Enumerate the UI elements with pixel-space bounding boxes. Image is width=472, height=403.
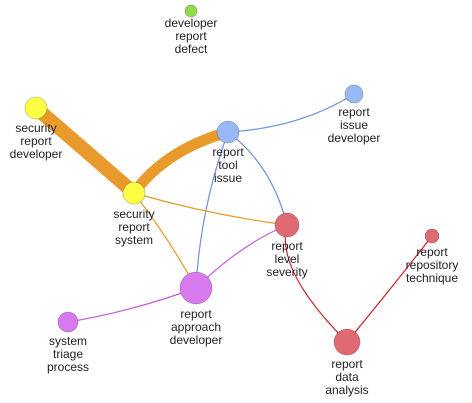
label-line: report — [338, 105, 370, 119]
edge-report-tool-issue--report-issue-developer — [227, 93, 355, 133]
edge-security-report-developer--security-report-system — [29, 101, 141, 200]
label-line: security — [15, 121, 56, 135]
label-line: report — [118, 220, 150, 234]
label-line: report — [212, 145, 244, 159]
label-line: tool — [218, 158, 237, 172]
label-line: system — [115, 233, 153, 247]
node-report-tool-issue[interactable] — [216, 120, 240, 144]
label-line: developer — [170, 333, 223, 347]
graph-nodes — [24, 4, 440, 356]
label-line: data — [335, 370, 359, 384]
label-line: security — [113, 207, 154, 221]
node-security-report-developer[interactable] — [24, 96, 48, 120]
edge-report-tool-issue--report-approach-developer — [195, 131, 229, 289]
graph-edges — [29, 93, 433, 343]
node-security-report-system[interactable] — [122, 181, 146, 205]
label-line: issue — [214, 171, 242, 185]
label-line: system — [49, 334, 87, 348]
edge-report-approach-developer--system-triage-process — [67, 287, 197, 323]
node-report-repository-technique[interactable] — [424, 228, 440, 244]
label-line: triage — [53, 347, 83, 361]
label-line: report — [175, 29, 207, 43]
label-line: issue — [340, 118, 368, 132]
label-line: technique — [406, 271, 458, 285]
label-line: severity — [266, 265, 307, 279]
node-report-level-severity[interactable] — [274, 212, 300, 238]
label-line: report — [180, 307, 212, 321]
node-report-data-analysis[interactable] — [333, 328, 361, 356]
node-developer-report-defect[interactable] — [184, 4, 198, 18]
edge-report-tool-issue--report-level-severity — [227, 131, 288, 226]
label-line: developer — [165, 16, 218, 30]
edge-security-report-system--report-level-severity — [133, 192, 288, 226]
label-line: report — [20, 134, 52, 148]
label-line: report — [271, 239, 303, 253]
label-line: repository — [406, 258, 459, 272]
label-line: process — [47, 360, 89, 374]
edge-report-data-analysis--report-repository-technique — [346, 235, 433, 343]
node-report-issue-developer[interactable] — [344, 84, 364, 104]
label-line: report — [416, 245, 448, 259]
label-line: analysis — [325, 383, 368, 397]
label-line: developer — [10, 147, 63, 161]
node-report-approach-developer[interactable] — [179, 271, 213, 305]
label-line: report — [331, 357, 363, 371]
label-line: approach — [171, 320, 221, 334]
label-line: level — [275, 252, 300, 266]
edge-security-report-system--report-tool-issue — [128, 126, 234, 199]
label-line: defect — [175, 42, 208, 56]
node-system-triage-process[interactable] — [57, 311, 79, 333]
label-line: developer — [328, 131, 381, 145]
